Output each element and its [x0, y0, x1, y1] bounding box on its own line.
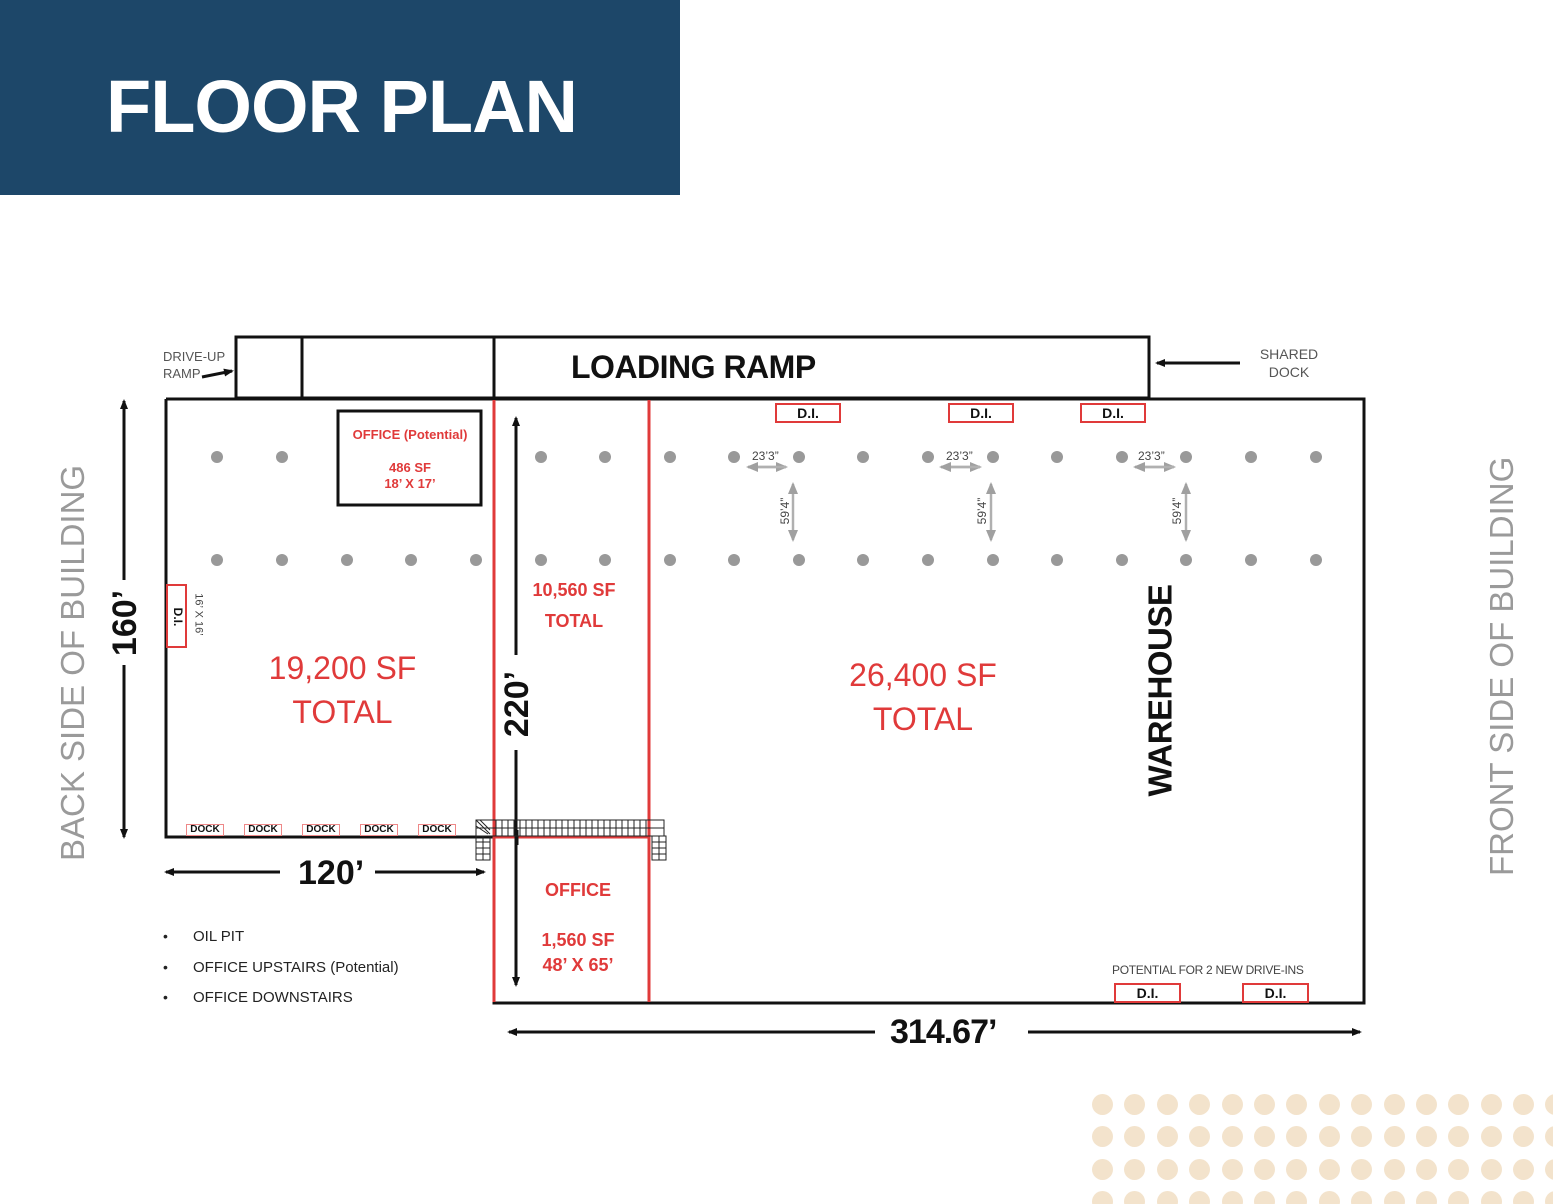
dock-door-5: DOCK — [418, 824, 456, 836]
office-potential-size: 18’ X 17’ — [384, 476, 436, 491]
section-dividers — [492, 400, 651, 1002]
decorative-dot-pattern — [1092, 1094, 1553, 1204]
dimension-160: 160’ — [106, 589, 144, 657]
dock-door-2: DOCK — [244, 824, 282, 836]
column-dots — [211, 451, 1322, 566]
office-size: 48’ X 65’ — [542, 955, 614, 975]
drive-in-door-1: D.I. — [775, 403, 841, 423]
feature-item: •OFFICE DOWNSTAIRS — [163, 989, 353, 1006]
page-title: FLOOR PLAN — [106, 65, 578, 148]
drive-in-door-2: D.I. — [948, 403, 1014, 423]
office-potential-title: OFFICE (Potential) — [352, 427, 468, 442]
office-potential-outline — [336, 409, 483, 507]
dimension-120: 120’ — [298, 854, 365, 892]
column-spacing-vertical-3: 59’4” — [1170, 497, 1184, 525]
loading-ramp-label: LOADING RAMP — [571, 349, 816, 385]
column-spacing-vertical-1: 59’4” — [778, 497, 792, 525]
office-title: OFFICE — [545, 880, 611, 900]
front-side-label: FRONT SIDE OF BUILDING — [1483, 456, 1520, 876]
drive-up-ramp-label: DRIVE-UP RAMP — [163, 349, 226, 381]
left-section-area: 19,200 SF — [268, 650, 417, 686]
column-spacing-arrows — [746, 462, 1191, 542]
potential-drive-in-2: D.I. — [1242, 983, 1309, 1003]
header-band — [0, 0, 680, 195]
right-section-total: TOTAL — [872, 701, 974, 737]
middle-section-total: TOTAL — [544, 611, 604, 631]
middle-section-area: 10,560 SF — [532, 580, 616, 600]
column-spacing-horizontal-1: 23’3” — [752, 449, 779, 463]
left-section-total: TOTAL — [292, 694, 393, 730]
feature-item: •OIL PIT — [163, 928, 245, 945]
features-list: •OIL PIT •OFFICE UPSTAIRS (Potential) •O… — [163, 928, 399, 1020]
drive-in-side-size: 16’ X 16’ — [192, 593, 205, 636]
drive-in-door-side: D.I. — [166, 584, 187, 648]
dimension-314: 314.67’ — [890, 1013, 997, 1051]
dock-door-3: DOCK — [302, 824, 340, 836]
stair-walkway — [475, 819, 667, 861]
building-walls — [164, 397, 1366, 1005]
dimension-220: 220’ — [498, 670, 536, 738]
back-side-label: BACK SIDE OF BUILDING — [54, 464, 91, 861]
potential-drive-in-1: D.I. — [1114, 983, 1181, 1003]
shared-dock-label: SHARED DOCK — [1259, 346, 1319, 380]
warehouse-label: WAREHOUSE — [1141, 584, 1179, 797]
dock-door-4: DOCK — [360, 824, 398, 836]
column-spacing-horizontal-3: 23’3” — [1138, 449, 1165, 463]
feature-item: •OFFICE UPSTAIRS (Potential) — [163, 958, 399, 976]
drive-in-door-3: D.I. — [1080, 403, 1146, 423]
dock-door-1: DOCK — [186, 824, 224, 836]
office-potential-area: 486 SF — [389, 460, 431, 475]
right-section-area: 26,400 SF — [849, 657, 997, 693]
office-area: 1,560 SF — [541, 930, 615, 950]
potential-drive-ins-note: POTENTIAL FOR 2 NEW DRIVE-INS — [1112, 963, 1304, 977]
dimension-arrows — [120, 359, 1362, 1036]
column-spacing-vertical-2: 59’4” — [975, 497, 989, 525]
column-spacing-horizontal-2: 23’3” — [946, 449, 973, 463]
